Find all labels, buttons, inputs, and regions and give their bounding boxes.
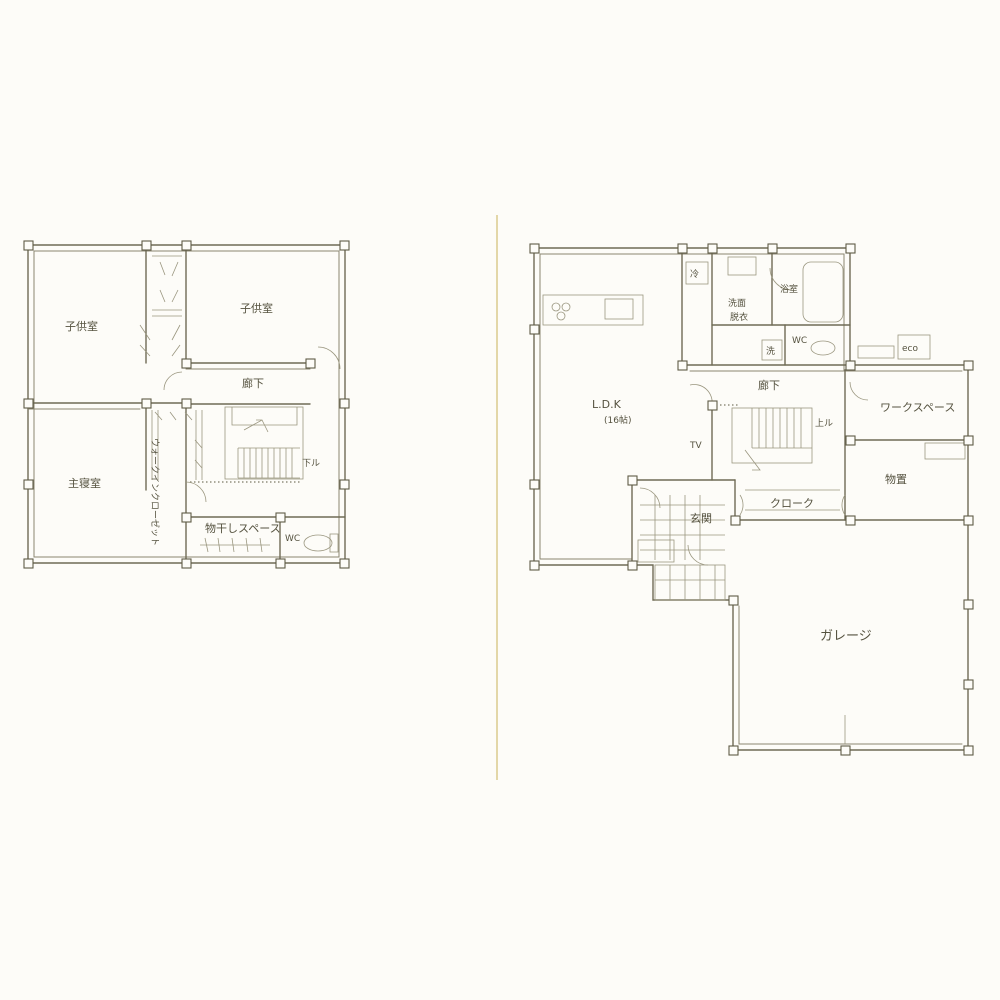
- floor1-toilet: [810, 340, 836, 356]
- label-work-space: ワークスペース: [880, 401, 955, 414]
- floor2-closet-doors-lower: [139, 324, 181, 357]
- stove-burner-1: [551, 302, 561, 312]
- label-laundry-sink: 洗: [766, 345, 775, 357]
- floor2-closet-doors-upper: [159, 261, 179, 303]
- floor2-outer-wall-inner-line: [33, 250, 340, 558]
- floor2-toilet-tank: [329, 533, 339, 553]
- floor2-stair-down-arrow: [243, 419, 269, 433]
- label-storage: 物置: [885, 472, 907, 486]
- label-stair-down: 下ル: [302, 459, 320, 469]
- front-porch: [654, 564, 726, 601]
- second-floor-plan: 子供室 子供室 廊下 主寝室 ウォークインクローゼット 物干しスペース WC 下…: [23, 240, 350, 569]
- stove-burner-2: [561, 302, 571, 312]
- floor1-door-entrance-ldk: [639, 487, 661, 509]
- outdoor-unit: [857, 345, 895, 359]
- label-stair-up: 上ル: [815, 418, 833, 429]
- label-floor2-hallway: 廊下: [242, 376, 264, 390]
- wic-hatching: [154, 411, 203, 469]
- floor2-door-child-room-left: [163, 371, 183, 391]
- bathtub: [802, 261, 844, 323]
- wic-hanger-rails: [151, 410, 203, 480]
- shoe-cabinet: [637, 539, 675, 563]
- label-bath: 浴室: [780, 283, 798, 295]
- fridge: [685, 261, 709, 285]
- label-eco: eco: [902, 344, 918, 354]
- cloak-shelf: [745, 489, 840, 511]
- floor1-front-door: [687, 544, 709, 566]
- laundry-sink: [761, 339, 783, 361]
- label-drying-space: 物干しスペース: [205, 521, 281, 535]
- floor1-garage-inner-line: [738, 605, 963, 745]
- floor2-stair-flight-outline: [238, 447, 300, 479]
- label-floor1-hallway: 廊下: [758, 378, 780, 392]
- floor1-outer-wall-inner-left: [539, 253, 633, 560]
- floor2-door-master-bedroom: [185, 481, 207, 503]
- label-master-bedroom: 主寝室: [68, 476, 101, 490]
- floor1-outer-wall-inner-line: [539, 253, 963, 372]
- front-porch-tiles: [655, 565, 725, 600]
- label-garage: ガレージ: [820, 629, 872, 644]
- floor2-stair-upper-flight: [231, 407, 298, 426]
- label-entrance: 玄関: [690, 511, 712, 525]
- kitchen-sink: [604, 298, 634, 320]
- label-fridge: 冷: [690, 268, 699, 280]
- floor1-stair-well: [731, 407, 813, 464]
- floor2-toilet: [303, 534, 333, 552]
- label-washroom: 洗面: [728, 297, 746, 309]
- label-floor1-wc: WC: [792, 336, 807, 346]
- floor1-stair-up-arrow: [744, 449, 761, 471]
- entrance-floor-grid: [640, 495, 725, 560]
- cloak-door-right: [841, 494, 846, 516]
- label-ldk: L.D.K: [592, 398, 622, 411]
- label-child-room-right: 子供室: [240, 301, 273, 315]
- label-floor2-wc: WC: [285, 534, 300, 544]
- label-child-room-left: 子供室: [65, 319, 98, 333]
- floor2-stair-well: [224, 406, 304, 480]
- floor2-stair-treads: [237, 448, 293, 478]
- label-tv: TV: [689, 441, 702, 451]
- stove-burner-3: [556, 311, 566, 321]
- eco-water-heater: [897, 334, 931, 360]
- drying-space-poles: [200, 537, 270, 553]
- wash-basin: [727, 256, 757, 276]
- floor2-door-child-room-right: [317, 346, 341, 370]
- label-ldk-size: (16帖): [604, 414, 631, 426]
- floor1-posts: [529, 243, 974, 756]
- label-cloak: クローク: [770, 497, 814, 510]
- first-floor-plan: L.D.K (16帖) 冷 洗面 脱衣 浴室 洗 WC eco 廊下 上ル ワー…: [529, 243, 974, 756]
- cloak-door-left: [739, 494, 744, 516]
- floor2-posts: [23, 240, 350, 569]
- label-dressing: 脱衣: [730, 311, 748, 323]
- floor2-closet-shelves: [152, 255, 182, 317]
- floor1-door-work-space: [849, 381, 869, 401]
- floor1-door-bath: [769, 267, 793, 291]
- floor1-outer-wall: [533, 247, 969, 751]
- label-walk-in-closet: ウォークインクローゼット: [149, 438, 161, 546]
- floor1-stair-treads: [751, 408, 802, 448]
- kitchen-counter: [542, 294, 644, 326]
- work-desk: [924, 442, 966, 460]
